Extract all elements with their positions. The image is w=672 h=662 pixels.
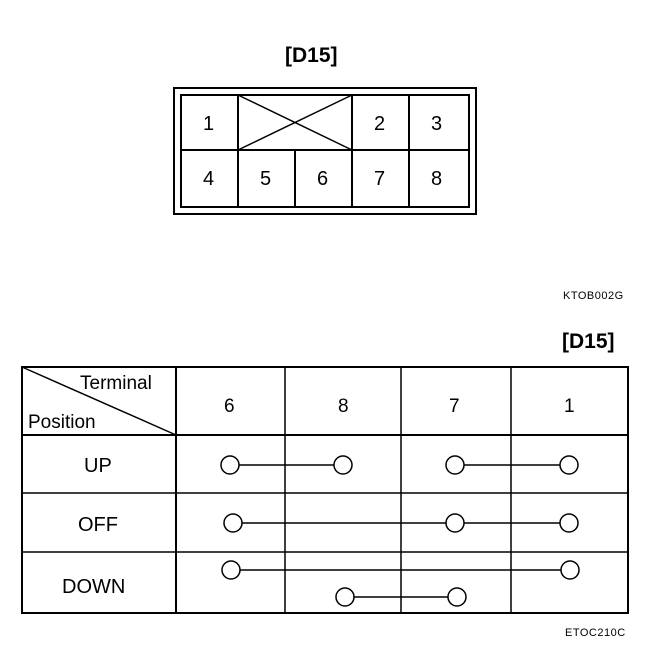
contact-down-6 bbox=[221, 560, 241, 580]
pin-4-label: 4 bbox=[203, 168, 215, 190]
connector-title: [D15] bbox=[285, 44, 338, 67]
row-up-connections bbox=[220, 455, 579, 475]
pin-5-label: 5 bbox=[260, 168, 272, 190]
table-border bbox=[21, 366, 629, 614]
pin-2-label: 2 bbox=[374, 113, 386, 135]
terminal-header-6: 6 bbox=[224, 396, 235, 417]
connector-figure-code: KTOB002G bbox=[563, 290, 624, 302]
contact-off-6 bbox=[223, 513, 243, 533]
corner-position-label: Position bbox=[28, 412, 96, 433]
row-off-connections bbox=[223, 513, 579, 533]
corner-diagonal bbox=[21, 366, 177, 436]
pin-8-label: 8 bbox=[431, 168, 443, 190]
contact-up-7 bbox=[445, 455, 465, 475]
position-up-label: UP bbox=[84, 455, 112, 477]
row-down-connections bbox=[221, 560, 580, 607]
contact-up-8 bbox=[333, 455, 353, 475]
position-off-label: OFF bbox=[78, 514, 118, 536]
terminal-header-1: 1 bbox=[564, 396, 575, 417]
pin-3-label: 3 bbox=[431, 113, 443, 135]
table-figure-code: ETOC210C bbox=[565, 627, 626, 639]
terminal-header-7: 7 bbox=[449, 396, 460, 417]
pin-6-label: 6 bbox=[317, 168, 329, 190]
contact-off-7 bbox=[445, 513, 465, 533]
contact-down-8 bbox=[335, 587, 355, 607]
contact-down-1 bbox=[560, 560, 580, 580]
terminal-header-8: 8 bbox=[338, 396, 349, 417]
contact-up-1 bbox=[559, 455, 579, 475]
contact-down-7 bbox=[447, 587, 467, 607]
position-down-label: DOWN bbox=[62, 576, 126, 598]
blocked-cavity-cross bbox=[237, 94, 353, 151]
connector-housing-outer bbox=[173, 87, 477, 215]
pin-1-label: 1 bbox=[203, 113, 215, 135]
pin-7-label: 7 bbox=[374, 168, 386, 190]
corner-terminal-label: Terminal bbox=[80, 373, 152, 394]
contact-off-1 bbox=[559, 513, 579, 533]
contact-up-6 bbox=[220, 455, 240, 475]
table-title: [D15] bbox=[562, 330, 615, 353]
